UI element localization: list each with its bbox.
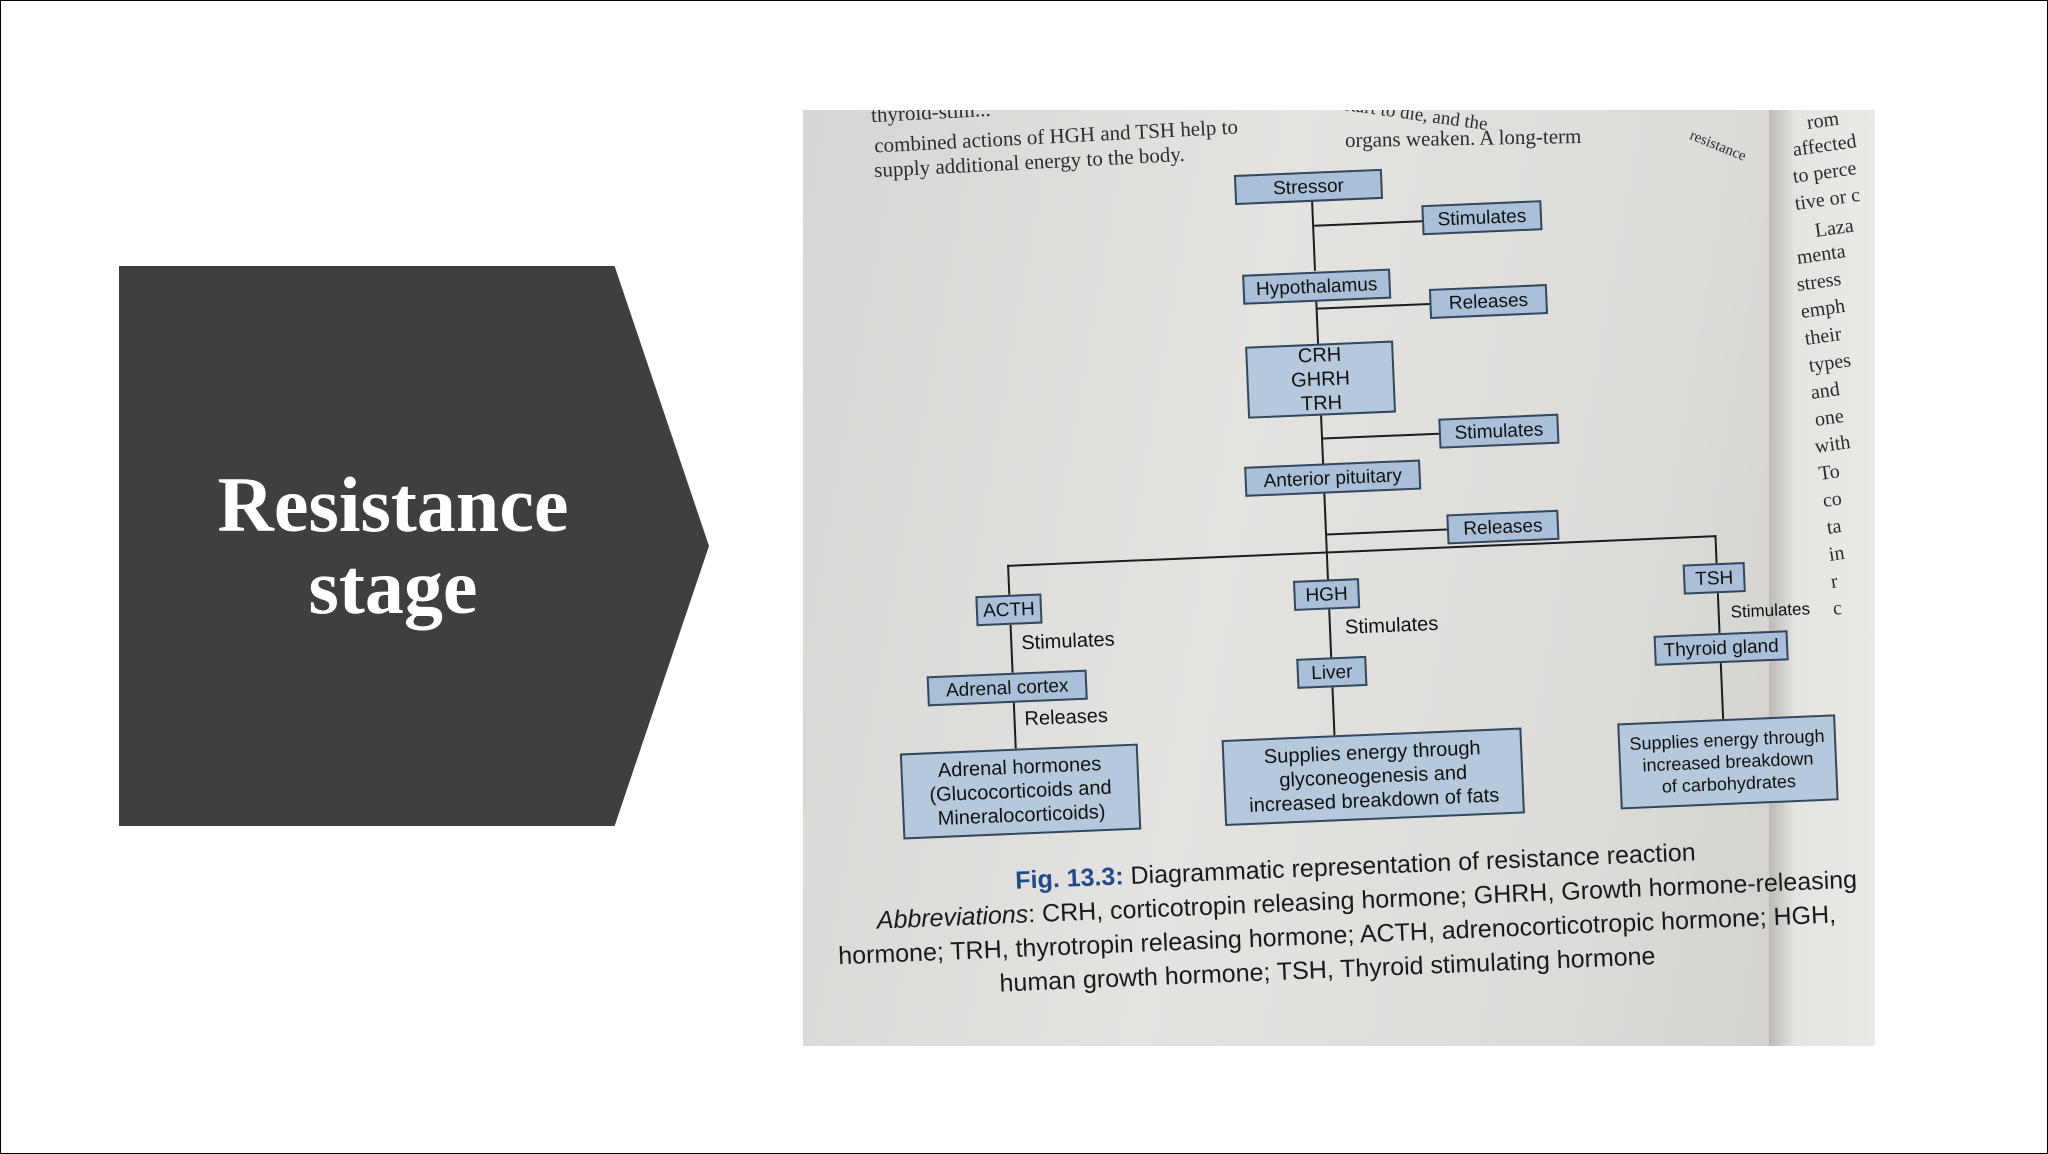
connector — [1007, 564, 1011, 595]
side-word: c — [1831, 596, 1844, 620]
connector — [1314, 220, 1423, 227]
node-adrenal-hormones: Adrenal hormones (Glucocorticoids and Mi… — [899, 743, 1142, 840]
label-stimulates: Stimulates — [1020, 628, 1116, 655]
thyroid-output-line: of carbohydrates — [1661, 771, 1797, 797]
slide-title-line-1: Resistance — [217, 461, 569, 548]
connector — [1310, 195, 1317, 271]
node-trh-text: TRH — [1300, 391, 1343, 416]
node-thyroid-gland: Thyroid gland — [1653, 630, 1789, 666]
abbreviations-label: Abbreviations — [876, 900, 1029, 935]
slide-title-line-2: stage — [308, 543, 478, 630]
node-adrenal-cortex: Adrenal cortex — [926, 669, 1088, 707]
connector — [1009, 624, 1014, 673]
node-liver: Liver — [1296, 655, 1368, 689]
book-text-right-end: resistance — [1687, 127, 1749, 165]
connector — [1315, 297, 1320, 350]
book-text-line-1: thyroid-stim... — [870, 110, 992, 128]
node-crh-text: CRH — [1297, 343, 1342, 368]
side-word: r — [1829, 570, 1840, 593]
node-ghrh-text: GHRH — [1290, 367, 1351, 392]
textbook-photo: thyroid-stim... combined actions of HGH … — [803, 110, 1875, 1046]
connector — [1317, 302, 1430, 310]
connector — [1719, 661, 1725, 720]
label-stimulates: Stimulates — [1730, 599, 1811, 622]
node-crh-ghrh-trh: CRH GHRH TRH — [1245, 340, 1397, 419]
node-stressor: Stressor — [1233, 168, 1384, 206]
branch-line — [1007, 535, 1717, 567]
node-thyroid-output: Supplies energy through increased breakd… — [1617, 714, 1839, 810]
side-page-words: rom affected to perce tive or c Laza men… — [1791, 110, 1861, 623]
connector — [1328, 606, 1333, 659]
node-anterior-pituitary: Anterior pituitary — [1244, 459, 1422, 497]
node-tsh: TSH — [1682, 562, 1746, 595]
label-releases: Releases — [1446, 509, 1560, 545]
node-hypothalamus: Hypothalamus — [1242, 268, 1392, 305]
node-acth: ACTH — [975, 593, 1043, 627]
book-text-right-column: organs weaken. A long-term — [1344, 123, 1582, 153]
connector — [1323, 491, 1330, 582]
label-stimulates: Stimulates — [1344, 612, 1439, 639]
connector — [1012, 700, 1017, 749]
figure-number: Fig. 13.3: — [1014, 862, 1125, 895]
slide-title: Resistance stage — [119, 266, 667, 826]
label-releases: Releases — [1024, 704, 1109, 731]
connector — [1716, 593, 1721, 634]
node-liver-output: Supplies energy through glyconeogenesis … — [1221, 727, 1525, 826]
connector — [1714, 535, 1718, 566]
title-chevron-shape — [119, 266, 709, 826]
label-releases: Releases — [1428, 284, 1549, 319]
connector — [1327, 528, 1447, 536]
node-hgh: HGH — [1292, 578, 1361, 611]
connector — [1322, 432, 1439, 440]
label-stimulates: Stimulates — [1438, 413, 1560, 449]
label-stimulates: Stimulates — [1421, 200, 1543, 236]
connector — [1331, 687, 1336, 736]
right-page-edge — [1769, 110, 1875, 1046]
